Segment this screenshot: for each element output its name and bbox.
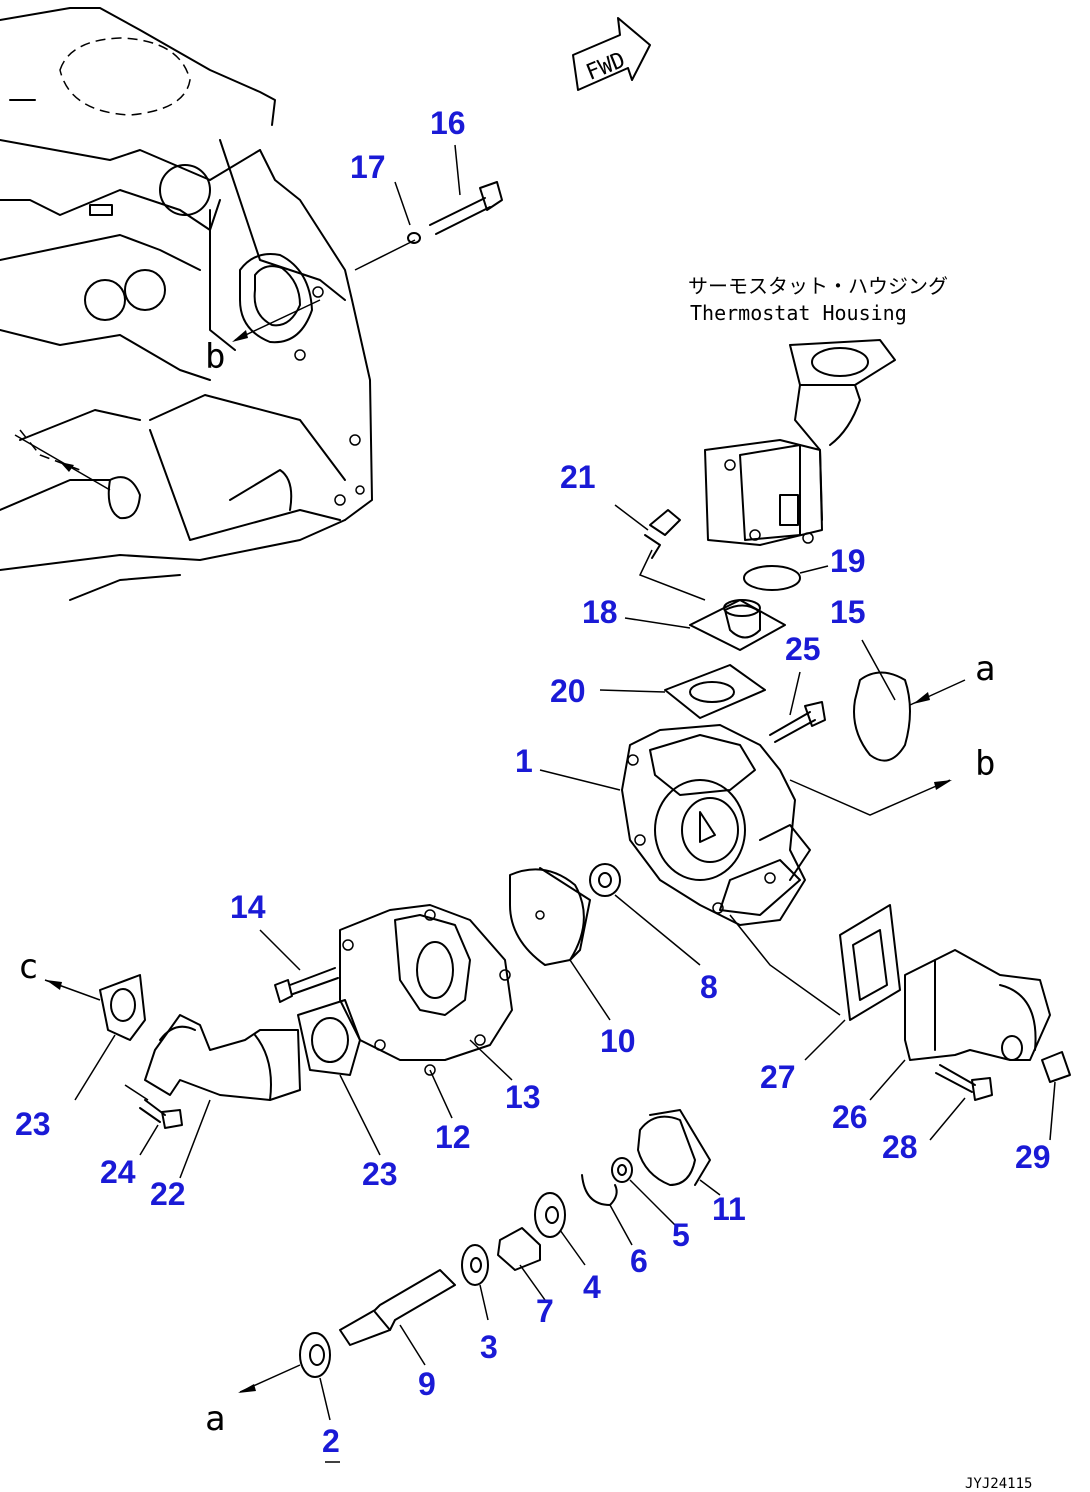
- snap-ring-6: [581, 1174, 633, 1246]
- bearing-2: a: [205, 1332, 340, 1463]
- callout-9: 9: [418, 1366, 436, 1402]
- seal-3: [461, 1244, 489, 1321]
- callout-24: 24: [100, 1154, 136, 1190]
- cover-12: [339, 904, 513, 1119]
- gasket-27: [804, 904, 901, 1061]
- bolt-14: [259, 929, 339, 1003]
- callout-6: 6: [630, 1243, 648, 1279]
- callout-10: 10: [600, 1023, 636, 1059]
- reference-b-engine: b: [205, 299, 321, 377]
- reference-letter-b-right: b: [975, 744, 995, 784]
- callout-26: 26: [832, 1099, 868, 1135]
- thermostat-housing-caption-en: Thermostat Housing: [690, 301, 907, 325]
- bolt-28: [929, 1064, 993, 1141]
- callout-11: 11: [712, 1191, 746, 1227]
- callout-22: 22: [150, 1176, 186, 1212]
- callout-15: 15: [830, 594, 866, 630]
- callout-3: 3: [480, 1329, 498, 1365]
- callout-12: 12: [435, 1119, 471, 1155]
- gasket-15: a: [853, 639, 995, 762]
- gasket-23-left: c: [18, 947, 146, 1101]
- thermostat-housing-caption-jp: サーモスタット・ハウジング: [688, 274, 948, 298]
- gasket-23-right: [297, 999, 381, 1156]
- engine-block: [0, 7, 373, 601]
- callout-27: 27: [760, 1059, 796, 1095]
- reference-letter-a-bottom: a: [205, 1399, 225, 1439]
- callout-5: 5: [672, 1217, 690, 1253]
- bolt-25: [769, 671, 826, 743]
- callout-numbers: 16 17 21 19 18 15 25 20 1 14 8 10 27 13 …: [15, 105, 1051, 1459]
- thermostat-18: [624, 599, 786, 651]
- callout-29: 29: [1015, 1139, 1051, 1175]
- reference-letter-c: c: [18, 947, 38, 987]
- callout-19: 19: [830, 543, 866, 579]
- bolt-24: [124, 1084, 183, 1156]
- callout-13: 13: [505, 1079, 541, 1115]
- callout-8: 8: [700, 969, 718, 1005]
- callout-18: 18: [582, 594, 618, 630]
- callout-4: 4: [583, 1269, 601, 1305]
- callout-7: 7: [536, 1293, 554, 1329]
- fwd-arrow-icon: FWD: [572, 17, 651, 91]
- gasket-20: [599, 664, 766, 719]
- fwd-label: FWD: [583, 48, 629, 86]
- bushing-7: [497, 1227, 546, 1301]
- callout-1: 1: [515, 743, 533, 779]
- elbow-22: [144, 1014, 301, 1179]
- bearing-5: [611, 1157, 676, 1226]
- impeller-10: [509, 867, 611, 1021]
- callout-20: 20: [550, 673, 586, 709]
- reference-arrow-lower-left: [14, 434, 111, 491]
- shaft-9: [339, 1269, 456, 1366]
- callout-2: 2: [322, 1423, 340, 1459]
- drawing-code: JYJ24115: [965, 1476, 1032, 1492]
- water-pump-body-1: b: [539, 724, 995, 1016]
- thermostat-housing: サーモスタット・ハウジング Thermostat Housing: [688, 274, 948, 546]
- seal-4: [534, 1192, 586, 1266]
- callout-23-left: 23: [15, 1106, 51, 1142]
- sensor-21: [614, 504, 706, 601]
- seal-8: [589, 863, 701, 966]
- reference-letter-b-left: b: [205, 337, 225, 377]
- callout-21: 21: [560, 459, 596, 495]
- callout-14: 14: [230, 889, 266, 925]
- reference-letter-a-top: a: [975, 649, 995, 689]
- callout-28: 28: [882, 1129, 918, 1165]
- bolt-16-assembly: [354, 144, 503, 271]
- elbow-26: [869, 949, 1051, 1101]
- callout-16: 16: [430, 105, 466, 141]
- callout-23-right: 23: [362, 1156, 398, 1192]
- o-ring-19: [743, 565, 801, 591]
- callout-17: 17: [350, 149, 386, 185]
- pulley-11: [637, 1109, 721, 1196]
- callout-25: 25: [785, 631, 821, 667]
- plug-29: [1041, 1051, 1071, 1141]
